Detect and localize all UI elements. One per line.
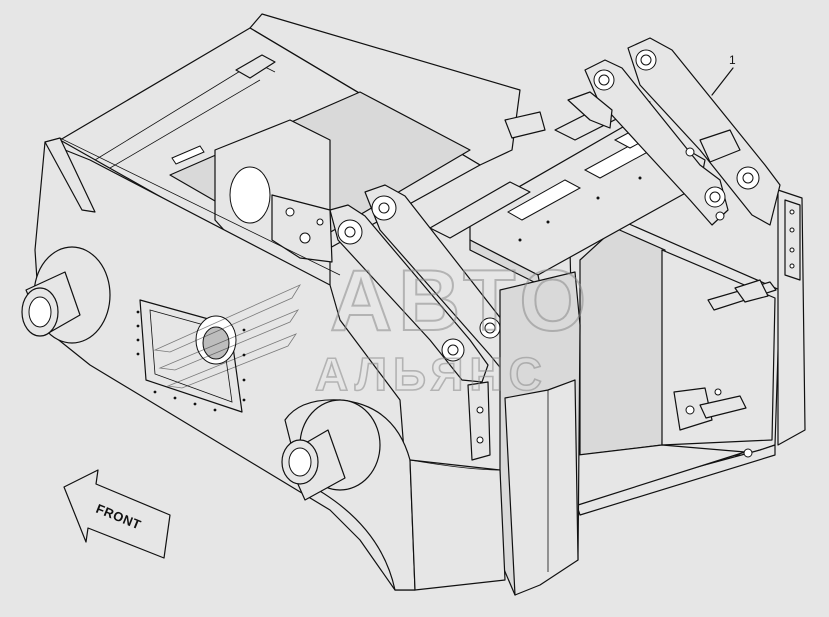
rivet-dots [136, 310, 246, 412]
rear-pivot-arms [504, 37, 781, 226]
left-axle-tube [21, 246, 111, 344]
watermark-logo [153, 284, 302, 389]
callout-1: 1 [711, 53, 736, 96]
watermark: АВТО АЛЬЯНС [153, 252, 592, 401]
callout-number: 1 [729, 53, 736, 67]
watermark-line1: АВТО [330, 253, 592, 349]
right-box [559, 189, 806, 516]
watermark-line2: АЛЬЯНС [315, 348, 548, 400]
right-axle-tube [281, 399, 381, 501]
front-direction-arrow: FRONT [63, 469, 171, 559]
